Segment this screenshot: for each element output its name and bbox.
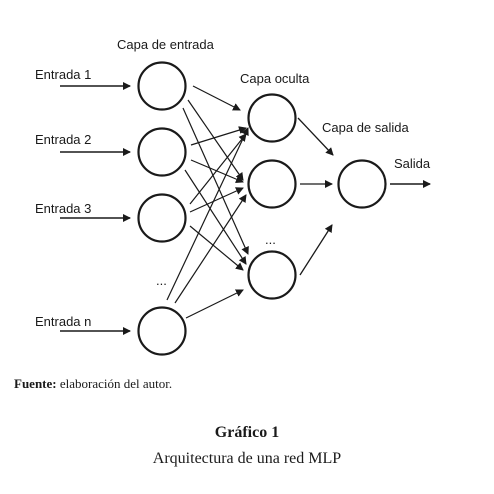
output-label: Salida <box>394 156 431 171</box>
input-ellipsis: ... <box>156 273 167 288</box>
input-neuron-n <box>137 306 187 356</box>
figure-title: Gráfico 1 <box>214 424 280 441</box>
input-neuron-3 <box>137 193 187 243</box>
input-label-3: Entrada 3 <box>35 201 91 216</box>
input-label-2: Entrada 2 <box>35 132 91 147</box>
input-neuron-2 <box>137 127 187 177</box>
figure-subtitle: Arquitectura de una red MLP <box>152 450 342 467</box>
hidden-ellipsis: ... <box>265 232 276 247</box>
source-text: elaboración del autor. <box>59 376 173 391</box>
input-label-n: Entrada n <box>35 314 91 329</box>
neurons <box>137 61 387 356</box>
input-label-1: Entrada 1 <box>35 67 91 82</box>
output-layer-title: Capa de salida <box>322 120 409 135</box>
output-neuron <box>337 159 387 209</box>
hidden-output-connections <box>297 117 334 276</box>
hidden-neuron-2 <box>247 159 297 209</box>
hidden-neuron-3 <box>247 250 297 300</box>
input-layer-title: Capa de entrada <box>117 37 215 52</box>
source-note: Fuente: elaboración del autor. <box>14 376 172 392</box>
hidden-layer-title: Capa oculta <box>240 71 310 86</box>
input-arrows <box>60 82 131 335</box>
input-hidden-connections <box>166 85 249 319</box>
mlp-diagram: Capa de entrada Capa oculta Capa de sali… <box>35 37 431 356</box>
input-neuron-1 <box>137 61 187 111</box>
hidden-neuron-1 <box>247 93 297 143</box>
source-prefix: Fuente: <box>14 376 57 391</box>
